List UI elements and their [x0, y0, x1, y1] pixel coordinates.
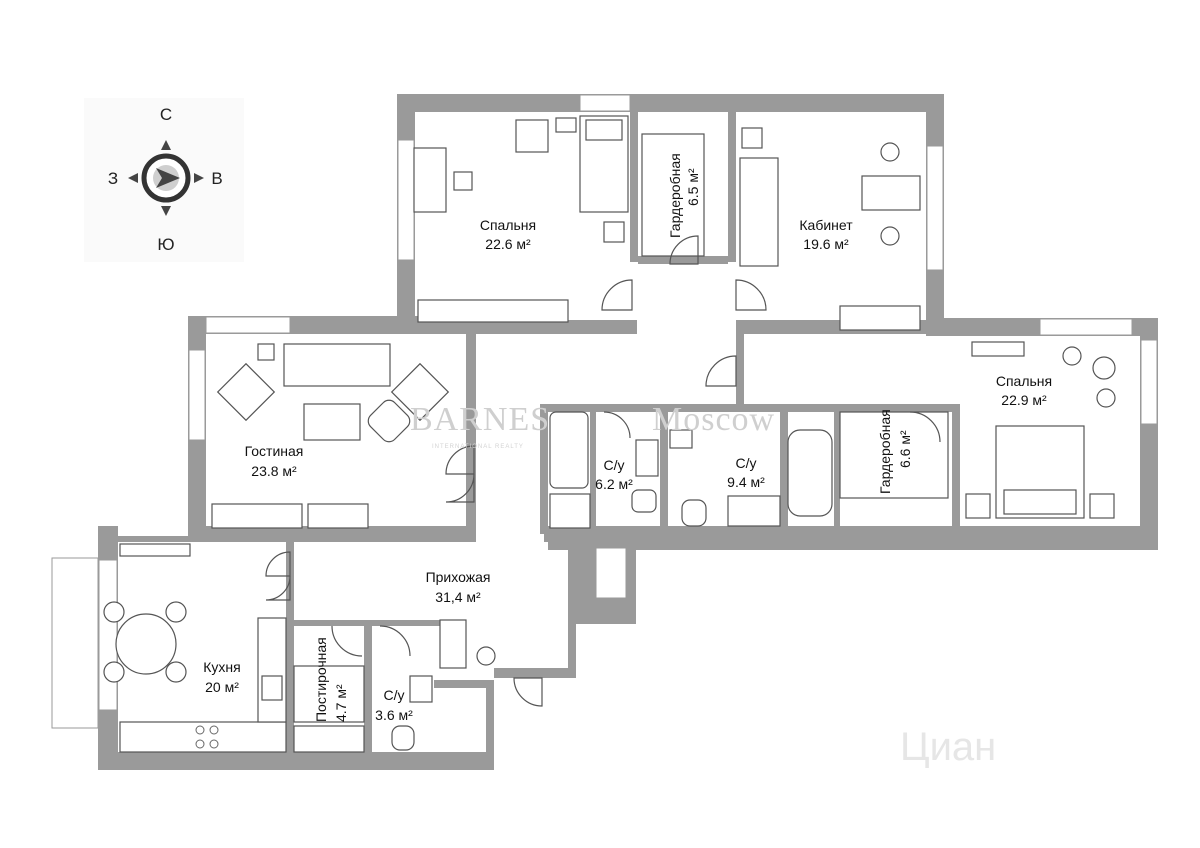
watermark: BARNES Moscow INTERNATIONAL REALTY Циан [410, 401, 996, 769]
room-laundry-area: 4.7 м² [333, 684, 349, 722]
room-kitchen-area: 20 м² [205, 679, 239, 695]
room-bedroom1-area: 22.6 м² [485, 236, 531, 252]
room-bath2-area: 9.4 м² [727, 474, 765, 490]
compass-north: С [160, 105, 172, 124]
room-laundry-name: Постирочная [313, 637, 329, 722]
compass-south: Ю [157, 235, 174, 254]
room-bath1-area: 6.2 м² [595, 476, 633, 492]
watermark-site: Циан [900, 725, 996, 769]
room-wardrobe2-name: Гардеробная [877, 409, 893, 494]
room-bath1-name: С/у [604, 457, 625, 473]
room-study-area: 19.6 м² [803, 236, 849, 252]
compass-west: З [108, 169, 118, 188]
room-bedroom1-name: Спальня [480, 217, 536, 233]
watermark-tagline: INTERNATIONAL REALTY [432, 444, 524, 450]
watermark-brand: BARNES [410, 401, 550, 438]
room-hall-area: 31,4 м² [435, 589, 481, 605]
room-wc-name: С/у [384, 687, 405, 703]
room-bath2-name: С/у [736, 455, 757, 471]
room-study-name: Кабинет [799, 217, 853, 233]
room-labels: Спальня 22.6 м² Гардеробная 6.5 м² Кабин… [203, 153, 1052, 723]
furniture [103, 115, 1116, 753]
room-bedroom2-name: Спальня [996, 373, 1052, 389]
room-wardrobe1-area: 6.5 м² [685, 168, 701, 206]
compass-east: В [211, 169, 222, 188]
room-hall-name: Прихожая [426, 569, 491, 585]
doors [265, 235, 941, 707]
room-wc-area: 3.6 м² [375, 707, 413, 723]
room-bedroom2-area: 22.9 м² [1001, 392, 1047, 408]
room-living-area: 23.8 м² [251, 463, 297, 479]
room-wardrobe1-name: Гардеробная [667, 153, 683, 238]
room-kitchen-name: Кухня [203, 659, 240, 675]
watermark-city: Moscow [652, 401, 775, 438]
compass: С Ю З В [84, 98, 244, 262]
room-living-name: Гостиная [245, 443, 304, 459]
room-wardrobe2-area: 6.6 м² [897, 430, 913, 468]
